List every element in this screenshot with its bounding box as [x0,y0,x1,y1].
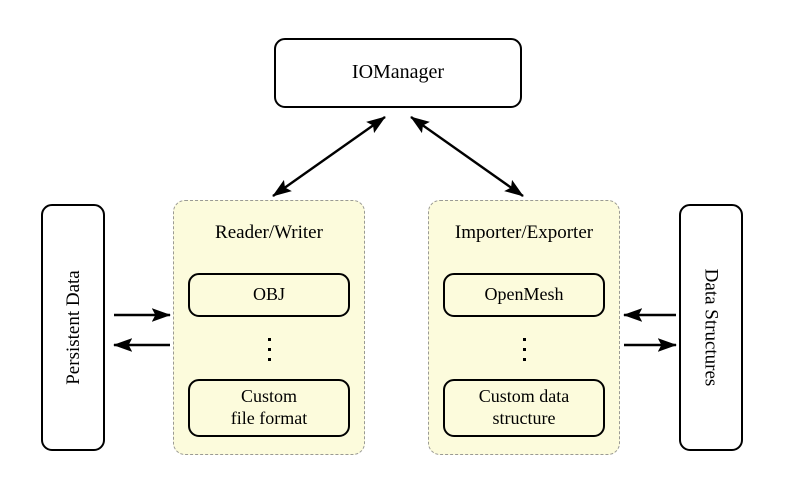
dot-icon [267,357,271,361]
connector-manager-to-importer-exporter [410,116,524,197]
node-obj[interactable]: OBJ [188,273,350,317]
node-openmesh[interactable]: OpenMesh [443,273,605,317]
group-reader-writer-title: Reader/Writer [215,222,323,243]
node-data-structures[interactable]: Data Structures [679,204,743,451]
node-openmesh-label: OpenMesh [484,284,564,305]
dot-icon [522,337,526,341]
ellipsis-icon-importer-exporter [429,327,619,371]
node-persistent-data-label: Persistent Data [62,270,84,385]
node-custom-data-structure-line1: Custom data [478,386,570,407]
node-custom-data-structure-label: Custom data structure [479,386,570,429]
node-persistent-data[interactable]: Persistent Data [41,204,105,451]
group-importer-exporter-title: Importer/Exporter [454,222,594,243]
dot-icon [522,357,526,361]
node-custom-file-format-line2: file format [230,408,308,428]
node-iomanager-label: IOManager [351,61,445,84]
node-custom-file-format-line1: Custom [240,386,297,407]
group-reader-writer[interactable]: Reader/Writer OBJ Custom file format [173,200,365,455]
dot-icon [267,337,271,341]
node-custom-file-format[interactable]: Custom file format [188,379,350,437]
node-custom-data-structure[interactable]: Custom data structure [443,379,605,437]
node-iomanager[interactable]: IOManager [274,38,522,108]
connector-manager-to-reader-writer [272,116,386,197]
group-importer-exporter[interactable]: Importer/Exporter OpenMesh Custom data s… [428,200,620,455]
node-custom-file-format-label: Custom file format [231,386,307,429]
node-data-structures-label: Data Structures [700,268,722,387]
dot-icon [522,347,526,351]
ellipsis-icon-reader-writer [174,327,364,371]
node-custom-data-structure-line2: structure [492,408,556,428]
node-obj-label: OBJ [252,284,285,305]
dot-icon [267,347,271,351]
